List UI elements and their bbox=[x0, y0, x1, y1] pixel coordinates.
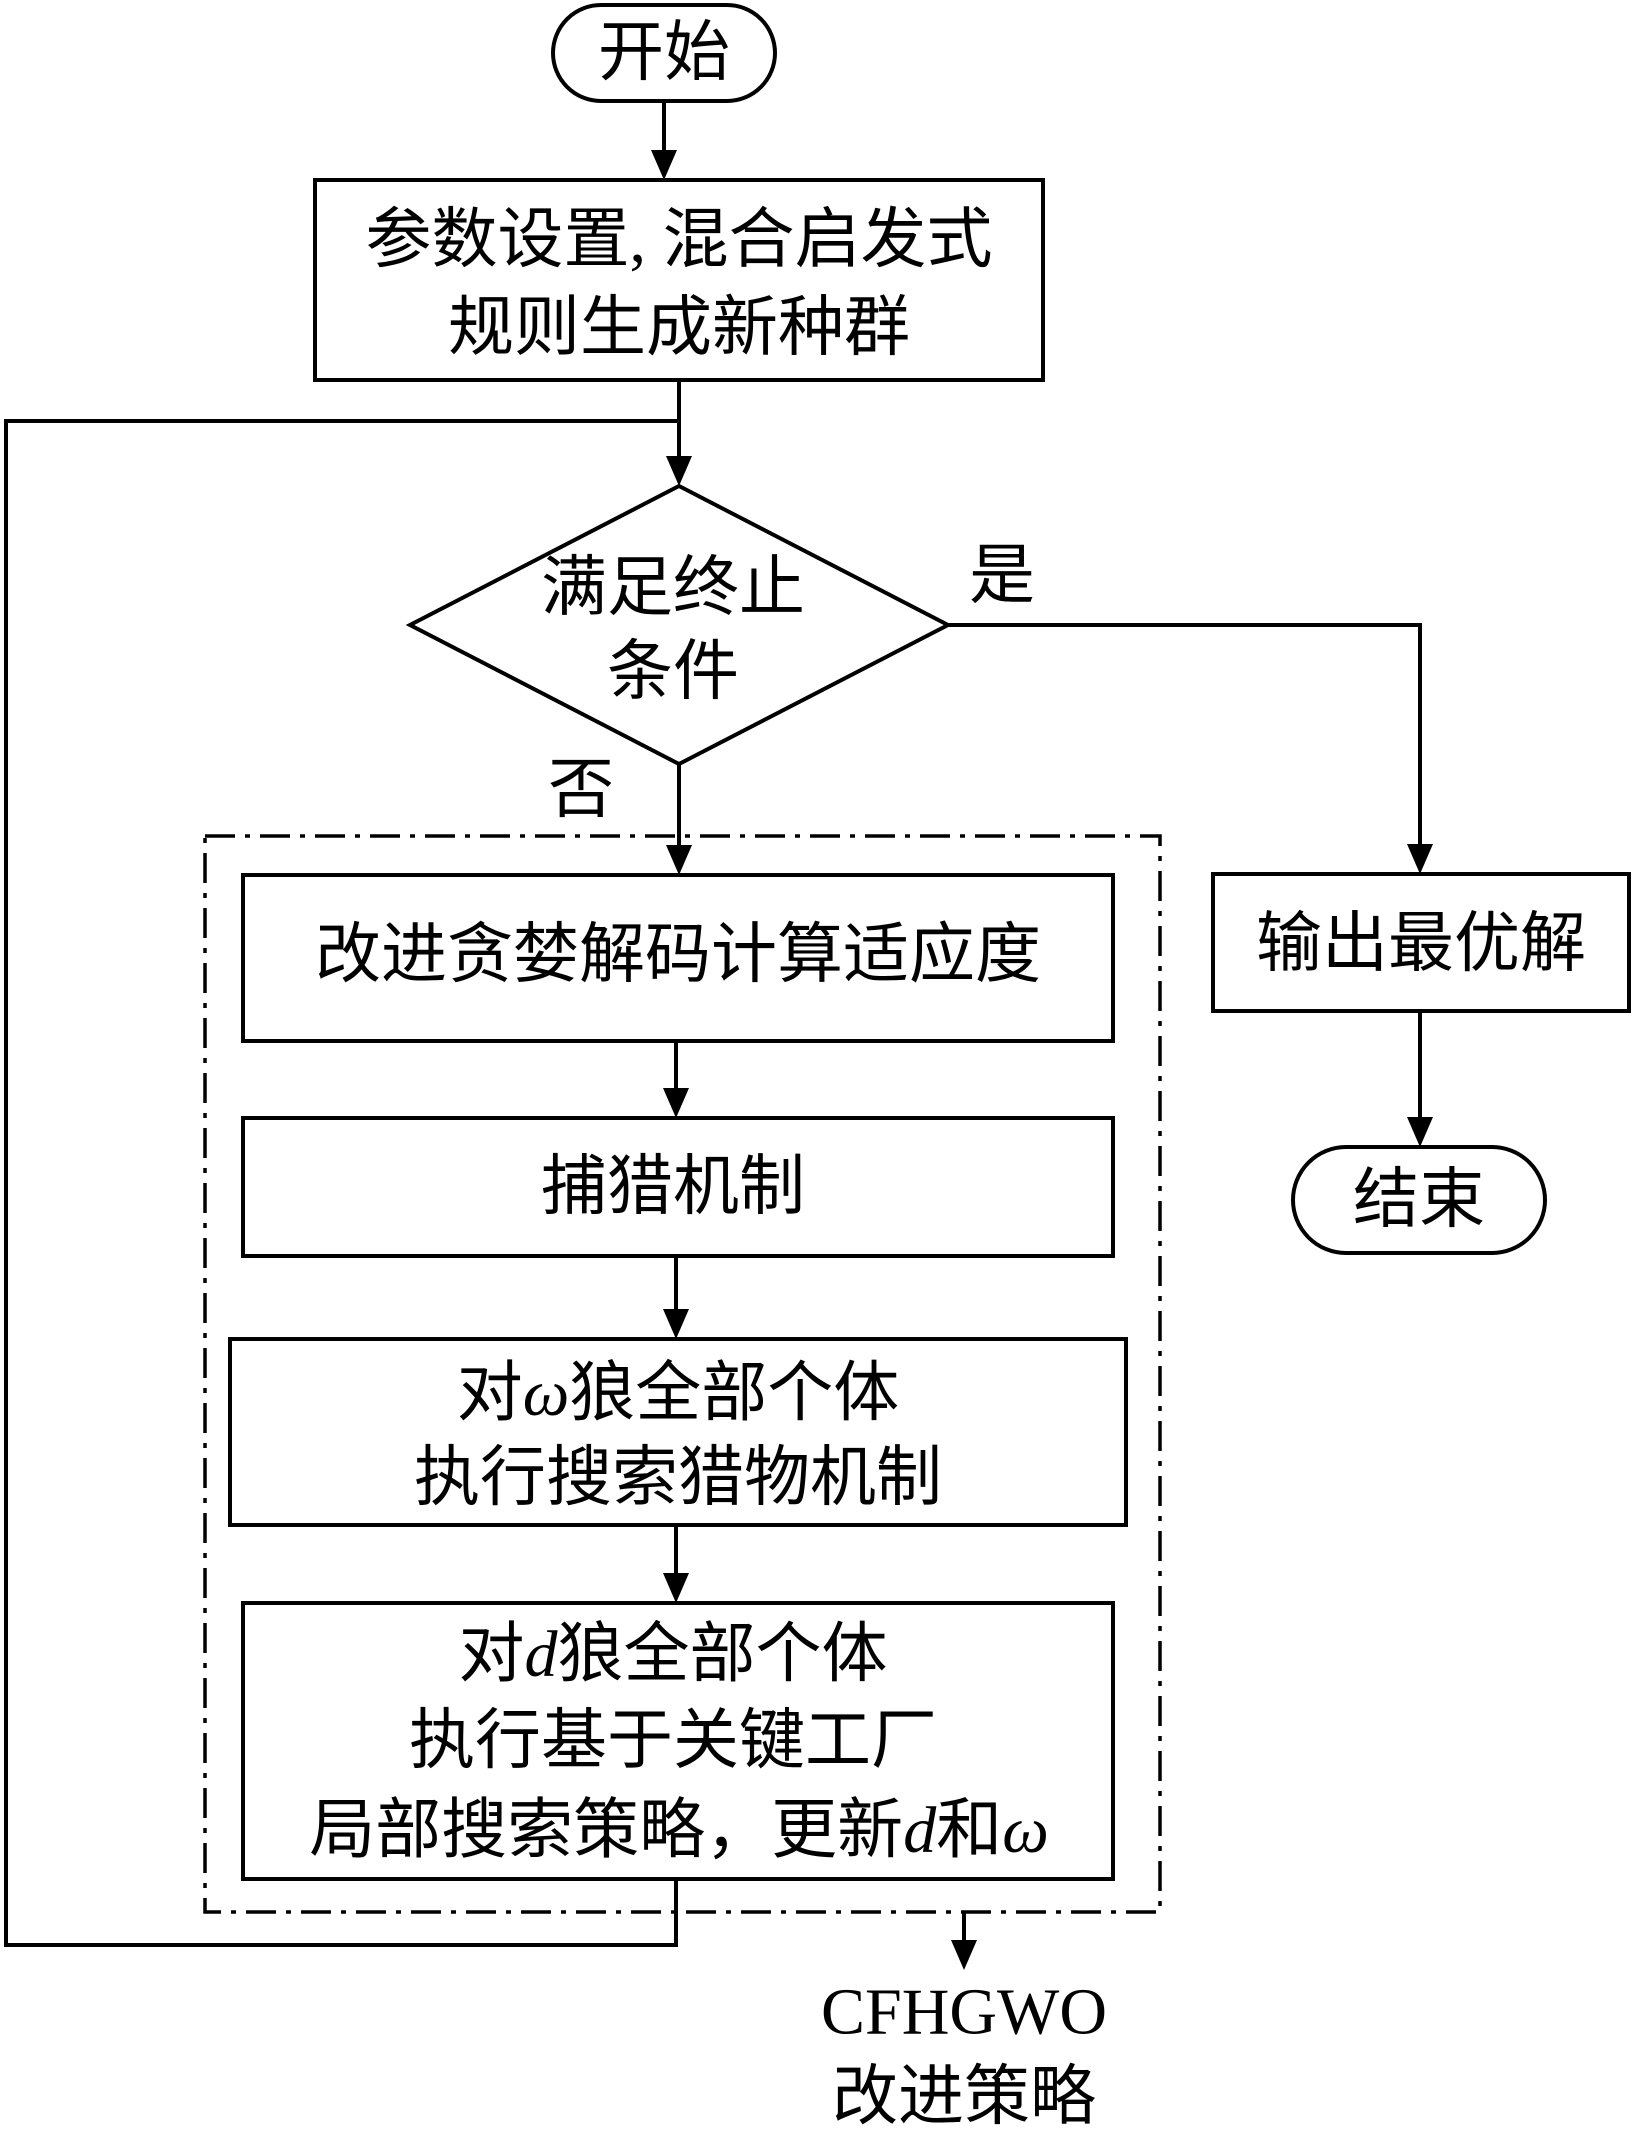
decode-process-node: 改进贪婪解码计算适应度 bbox=[241, 873, 1115, 1043]
yes-label: 是 bbox=[969, 540, 1035, 613]
group-label-arrowhead bbox=[951, 1940, 977, 1970]
decode-label: 改进贪婪解码计算适应度 bbox=[315, 919, 1041, 992]
d-search-line2: 执行基于关键工厂 bbox=[409, 1705, 937, 1778]
d-line3-mid: 和 bbox=[936, 1794, 1002, 1867]
omega-search-process-node: 对ω狼全部个体 执行搜索猎物机制 bbox=[228, 1337, 1128, 1527]
cfhgwo-group-boundary bbox=[203, 834, 1162, 1914]
end-node: 结束 bbox=[1291, 1145, 1547, 1255]
arrowhead-start-to-init bbox=[651, 150, 677, 180]
d-search-line1: 对d狼全部个体 bbox=[459, 1618, 888, 1691]
init-line1: 参数设置, 混合启发式 bbox=[366, 204, 993, 277]
d-line3-text: 局部搜索策略，更新 bbox=[309, 1794, 903, 1867]
arrowhead-omega-to-d bbox=[663, 1573, 689, 1603]
output-label: 输出最优解 bbox=[1256, 908, 1586, 981]
omega-line1-suffix: 狼全部个体 bbox=[569, 1357, 899, 1430]
decision-line1: 满足终止 bbox=[541, 552, 805, 625]
omega-symbol: ω bbox=[523, 1357, 570, 1430]
omega-search-line1: 对ω狼全部个体 bbox=[457, 1357, 900, 1430]
omega-search-line2: 执行搜索猎物机制 bbox=[414, 1442, 942, 1515]
omega-line1-prefix: 对 bbox=[457, 1357, 523, 1430]
d-line3-sym2: ω bbox=[1002, 1794, 1049, 1867]
start-label: 开始 bbox=[598, 17, 730, 90]
group-label-line2: 改进策略 bbox=[832, 2061, 1096, 2134]
output-process-node: 输出最优解 bbox=[1211, 872, 1631, 1013]
end-label: 结束 bbox=[1353, 1164, 1485, 1237]
arrowhead-init-to-decision bbox=[666, 456, 692, 486]
arrow-yes-to-output bbox=[948, 623, 1422, 844]
d-line1-suffix: 狼全部个体 bbox=[558, 1618, 888, 1691]
d-search-process-node: 对d狼全部个体 执行基于关键工厂 局部搜索策略，更新d和ω bbox=[241, 1601, 1115, 1881]
hunt-process-node: 捕猎机制 bbox=[241, 1116, 1115, 1258]
d-line3-sym1: d bbox=[903, 1794, 937, 1867]
d-search-line3: 局部搜索策略，更新d和ω bbox=[309, 1794, 1049, 1867]
hunt-label: 捕猎机制 bbox=[541, 1151, 805, 1224]
d-line1-prefix: 对 bbox=[459, 1618, 525, 1691]
init-line2: 规则生成新种群 bbox=[448, 292, 910, 365]
no-label: 否 bbox=[548, 754, 614, 827]
arrowhead-no-to-decode bbox=[666, 845, 692, 875]
decision-node: 满足终止 条件 bbox=[405, 483, 953, 767]
arrowhead-yes-to-output bbox=[1407, 844, 1433, 874]
group-label-line1: CFHGWO bbox=[821, 1976, 1107, 2049]
d-symbol: d bbox=[525, 1618, 559, 1691]
loop-back-line bbox=[4, 419, 679, 1947]
arrowhead-decode-to-hunt bbox=[663, 1088, 689, 1118]
start-node: 开始 bbox=[551, 3, 777, 103]
decision-line2: 条件 bbox=[607, 636, 739, 709]
arrowhead-hunt-to-omega bbox=[663, 1309, 689, 1339]
arrowhead-output-to-end bbox=[1407, 1117, 1433, 1147]
init-process-node: 参数设置, 混合启发式 规则生成新种群 bbox=[313, 178, 1045, 382]
